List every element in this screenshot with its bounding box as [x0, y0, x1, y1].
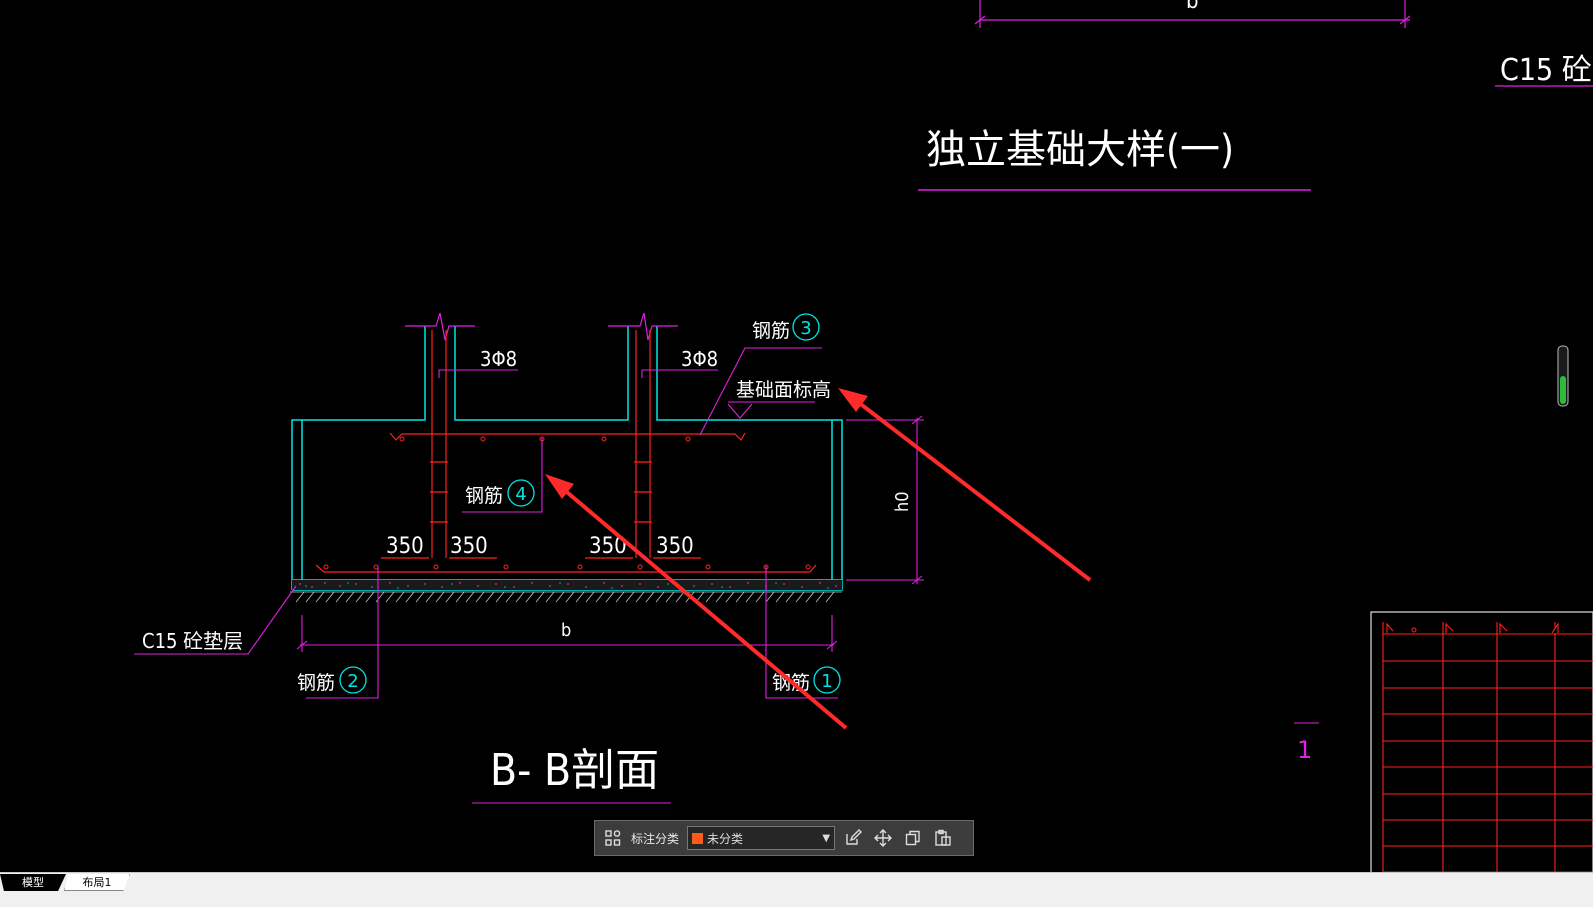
paste-icon[interactable] [931, 826, 955, 850]
cushion-dots-cyan [305, 582, 829, 589]
dim-h0-text: h0 [892, 491, 913, 512]
rebar-2-label: 钢筋 [297, 672, 335, 694]
layout-grid-icon[interactable] [601, 826, 625, 850]
edit-icon[interactable] [841, 826, 865, 850]
top-dimension [974, 0, 1411, 28]
rebar-4-label: 钢筋 [465, 485, 503, 507]
cushion-layer [292, 580, 842, 590]
layout-tab-bar: 模型 布局1 [0, 872, 1593, 907]
scroll-indicator[interactable] [1557, 345, 1569, 407]
cad-drawing-canvas[interactable]: b C15 砼垫 独立基础大样(一) [0, 0, 1593, 881]
annotation-category-label: 标注分类 [631, 831, 680, 846]
cushion-label: C15 砼垫层 [142, 629, 243, 653]
move-icon[interactable] [871, 826, 895, 850]
tab-layout1[interactable]: 布局1 [64, 874, 130, 891]
column-break-lines [405, 312, 678, 341]
dim-350-b: 350 [450, 534, 488, 559]
ground-hatch [290, 591, 842, 603]
rebar-4-number: 4 [515, 484, 526, 505]
rebar-3-spec-right: 3Φ8 [681, 347, 718, 371]
dimension-lines [134, 347, 1319, 804]
dim-b-top-text: b [1186, 0, 1199, 14]
cushion-speckle [299, 582, 837, 588]
rebar-3-label: 钢筋 [752, 320, 790, 342]
foundation-outline [291, 326, 843, 591]
chevron-down-icon: ▼ [822, 832, 831, 844]
annotation-arrow-lower [545, 474, 848, 730]
page-title: 独立基础大样(一) [926, 127, 1234, 173]
rebar-lines [315, 330, 817, 573]
sheet-mark: 1 [1297, 736, 1312, 764]
dim-350-a: 350 [386, 534, 424, 559]
annotation-arrow-upper [838, 388, 1092, 582]
tab-model[interactable]: 模型 [0, 874, 66, 891]
annotation-category-select[interactable]: 未分类 ▼ [687, 826, 836, 850]
dim-b-text: b [561, 620, 571, 641]
dim-350-d: 350 [656, 534, 694, 559]
annotation-toolbar: 标注分类 未分类 ▼ [594, 820, 974, 856]
rebar-2-number: 2 [347, 671, 358, 692]
section-title: B- B剖面 [490, 745, 659, 796]
foundation-top-elevation-label: 基础面标高 [736, 379, 831, 401]
rebar-dots [323, 436, 811, 570]
category-color-swatch [692, 832, 704, 844]
rebar-table [1370, 611, 1593, 881]
rebar-3-number: 3 [800, 318, 811, 339]
rebar-1-number: 1 [821, 671, 832, 692]
cushion-label-top-right: C15 砼垫 [1500, 53, 1593, 88]
annotation-category-value: 未分类 [707, 831, 744, 846]
rebar-number-circles [339, 313, 841, 694]
rebar-3-spec-left: 3Φ8 [480, 347, 517, 371]
copy-icon[interactable] [901, 826, 925, 850]
